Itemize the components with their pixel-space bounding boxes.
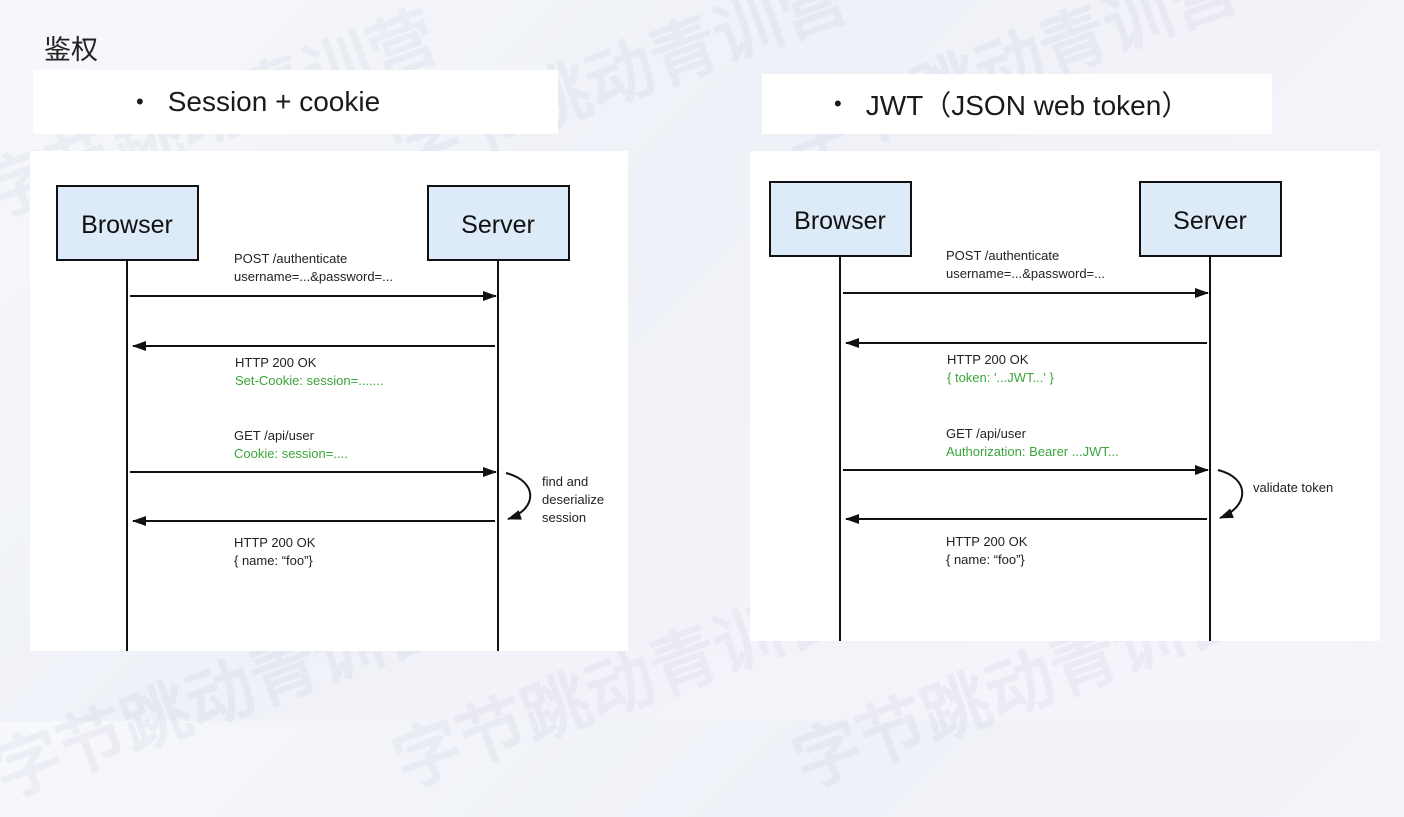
- msg4-line2: { name: “foo”}: [234, 553, 313, 568]
- msg1-line1: POST /authenticate: [234, 251, 347, 266]
- self-note-line2: deserialize: [542, 492, 604, 507]
- msg3-line1: GET /api/user: [234, 428, 315, 443]
- bullet-label: Session + cookie: [168, 86, 380, 118]
- self-process-arrow: [506, 473, 530, 519]
- session-cookie-sequence-diagram: Browser Server POST /authenticate userna…: [30, 151, 628, 651]
- msg2-line2: { token: '...JWT...' }: [947, 370, 1054, 385]
- msg2-line2: Set-Cookie: session=.......: [235, 373, 383, 388]
- msg1-line2: username=...&password=...: [946, 266, 1105, 281]
- server-label: Server: [1173, 207, 1247, 235]
- sequence-diagram-svg: Browser Server POST /authenticate userna…: [750, 151, 1380, 641]
- msg3-line2: Authorization: Bearer ...JWT...: [946, 444, 1119, 459]
- bullet-dot-icon: •: [834, 91, 842, 117]
- msg4-line1: HTTP 200 OK: [234, 535, 316, 550]
- msg2-line1: HTTP 200 OK: [235, 355, 317, 370]
- bullet-jwt: • JWT（JSON web token）: [762, 74, 1272, 134]
- browser-label: Browser: [794, 207, 886, 235]
- page-title: 鉴权: [44, 28, 98, 67]
- browser-label: Browser: [81, 211, 173, 239]
- sequence-diagram-svg: Browser Server POST /authenticate userna…: [30, 151, 628, 651]
- self-note-line1: find and: [542, 474, 588, 489]
- jwt-sequence-diagram: Browser Server POST /authenticate userna…: [750, 151, 1380, 641]
- self-note-line3: session: [542, 510, 586, 525]
- msg3-line2: Cookie: session=....: [234, 446, 348, 461]
- self-process-arrow: [1218, 470, 1242, 518]
- msg4-line2: { name: “foo”}: [946, 552, 1025, 567]
- msg1-line2: username=...&password=...: [234, 269, 393, 284]
- bullet-dot-icon: •: [136, 89, 144, 115]
- self-note: validate token: [1253, 480, 1333, 495]
- server-label: Server: [461, 211, 535, 239]
- bullet-session-cookie: • Session + cookie: [33, 70, 558, 134]
- bullet-label: JWT（JSON web token）: [866, 84, 1190, 124]
- msg4-line1: HTTP 200 OK: [946, 534, 1028, 549]
- msg1-line1: POST /authenticate: [946, 248, 1059, 263]
- msg3-line1: GET /api/user: [946, 426, 1027, 441]
- msg2-line1: HTTP 200 OK: [947, 352, 1029, 367]
